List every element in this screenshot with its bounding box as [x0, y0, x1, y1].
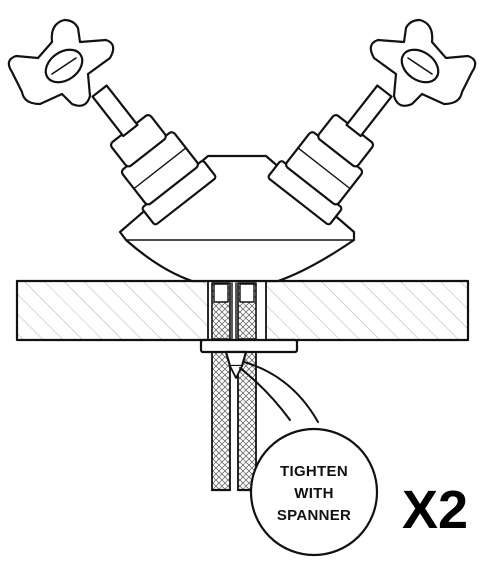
callout-leader: [239, 361, 319, 423]
right-valve: [267, 84, 393, 226]
worktop: [15, 279, 470, 342]
left-valve: [91, 84, 217, 226]
cross-handle-tap-icon: [369, 18, 477, 107]
callout-line-2: WITH: [294, 485, 334, 502]
callout-circle: [249, 427, 379, 557]
cross-handle-tap-icon: [7, 18, 115, 107]
quantity-multiplier: X2: [402, 480, 468, 540]
callout-line-3: SPANNER: [277, 507, 351, 524]
nut-icon: [224, 350, 248, 368]
backnut-assembly: [199, 338, 299, 379]
callout-line-1: TIGHTEN: [280, 463, 348, 480]
